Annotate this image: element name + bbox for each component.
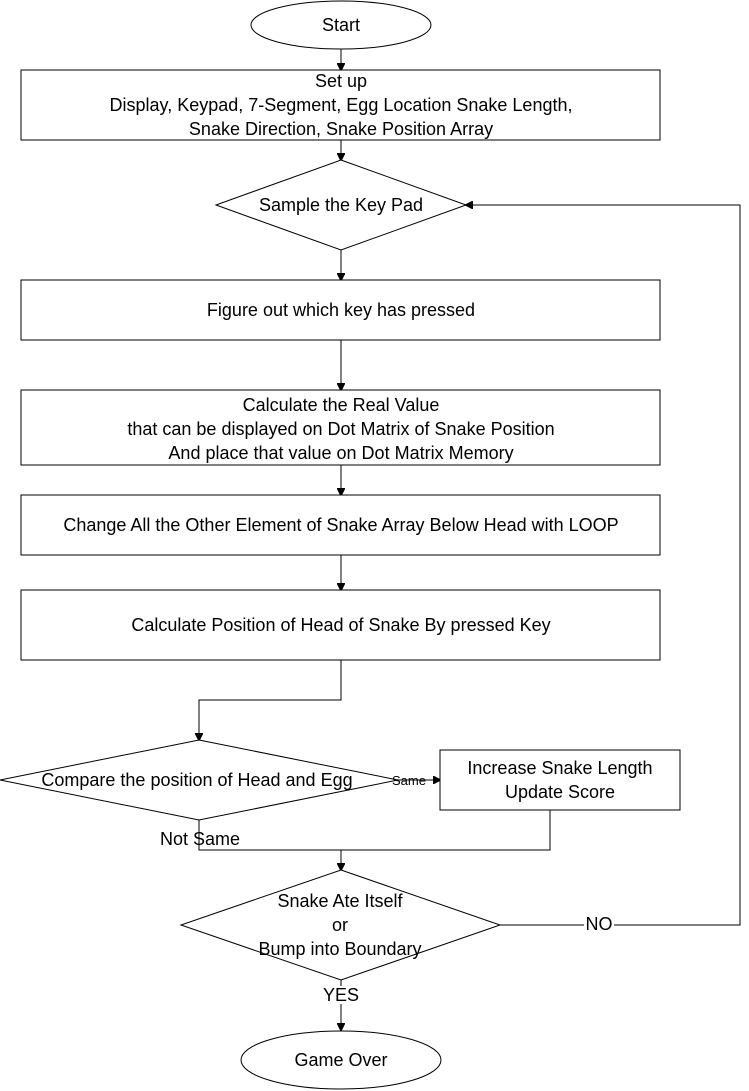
figure-key-label: Figure out which key has pressed bbox=[207, 300, 475, 320]
ate-itself-line-1: Snake Ate Itself bbox=[277, 891, 403, 911]
start-node: Start bbox=[250, 0, 432, 50]
setup-node: Set up Display, Keypad, 7-Segment, Egg L… bbox=[20, 69, 661, 141]
increase-line-2: Update Score bbox=[505, 782, 615, 802]
setup-line-2: Display, Keypad, 7-Segment, Egg Location… bbox=[110, 95, 573, 115]
setup-line-1: Set up bbox=[315, 71, 367, 91]
ate-itself-node: Snake Ate Itself or Bump into Boundary bbox=[179, 869, 502, 981]
increase-line-1: Increase Snake Length bbox=[467, 758, 652, 778]
calc-real-value-node: Calculate the Real Value that can be dis… bbox=[20, 389, 661, 466]
edge-label-not-same: Not Same bbox=[160, 829, 240, 849]
edge-label-yes: YES bbox=[323, 985, 359, 1005]
compare-label: Compare the position of Head and Egg bbox=[41, 770, 352, 790]
calc-head-label: Calculate Position of Head of Snake By p… bbox=[131, 615, 550, 635]
sample-keypad-node: Sample the Key Pad bbox=[214, 159, 468, 251]
game-over-label: Game Over bbox=[294, 1050, 387, 1070]
setup-line-3: Snake Direction, Snake Position Array bbox=[189, 119, 493, 139]
calc-real-value-line-3: And place that value on Dot Matrix Memor… bbox=[168, 443, 513, 463]
change-elements-label: Change All the Other Element of Snake Ar… bbox=[63, 515, 618, 535]
calc-real-value-line-2: that can be displayed on Dot Matrix of S… bbox=[127, 419, 554, 439]
calc-real-value-line-1: Calculate the Real Value bbox=[243, 395, 440, 415]
edge-compare-not-same bbox=[198, 810, 551, 851]
change-elements-node: Change All the Other Element of Snake Ar… bbox=[20, 494, 661, 556]
sample-keypad-label: Sample the Key Pad bbox=[259, 195, 423, 215]
ate-itself-line-3: Bump into Boundary bbox=[258, 939, 421, 959]
edge-label-no: NO bbox=[586, 914, 613, 934]
edge-label-same: Same bbox=[392, 773, 426, 788]
game-over-node: Game Over bbox=[240, 1030, 442, 1090]
calc-head-node: Calculate Position of Head of Snake By p… bbox=[20, 589, 661, 661]
start-label: Start bbox=[322, 15, 360, 35]
compare-node: Compare the position of Head and Egg bbox=[0, 739, 399, 821]
ate-itself-line-2: or bbox=[332, 915, 348, 935]
edge-calc-head-to-compare bbox=[199, 660, 342, 740]
increase-node: Increase Snake Length Update Score bbox=[439, 749, 681, 811]
edge-ate-itself-no-loop bbox=[466, 205, 741, 926]
figure-key-node: Figure out which key has pressed bbox=[20, 279, 661, 341]
